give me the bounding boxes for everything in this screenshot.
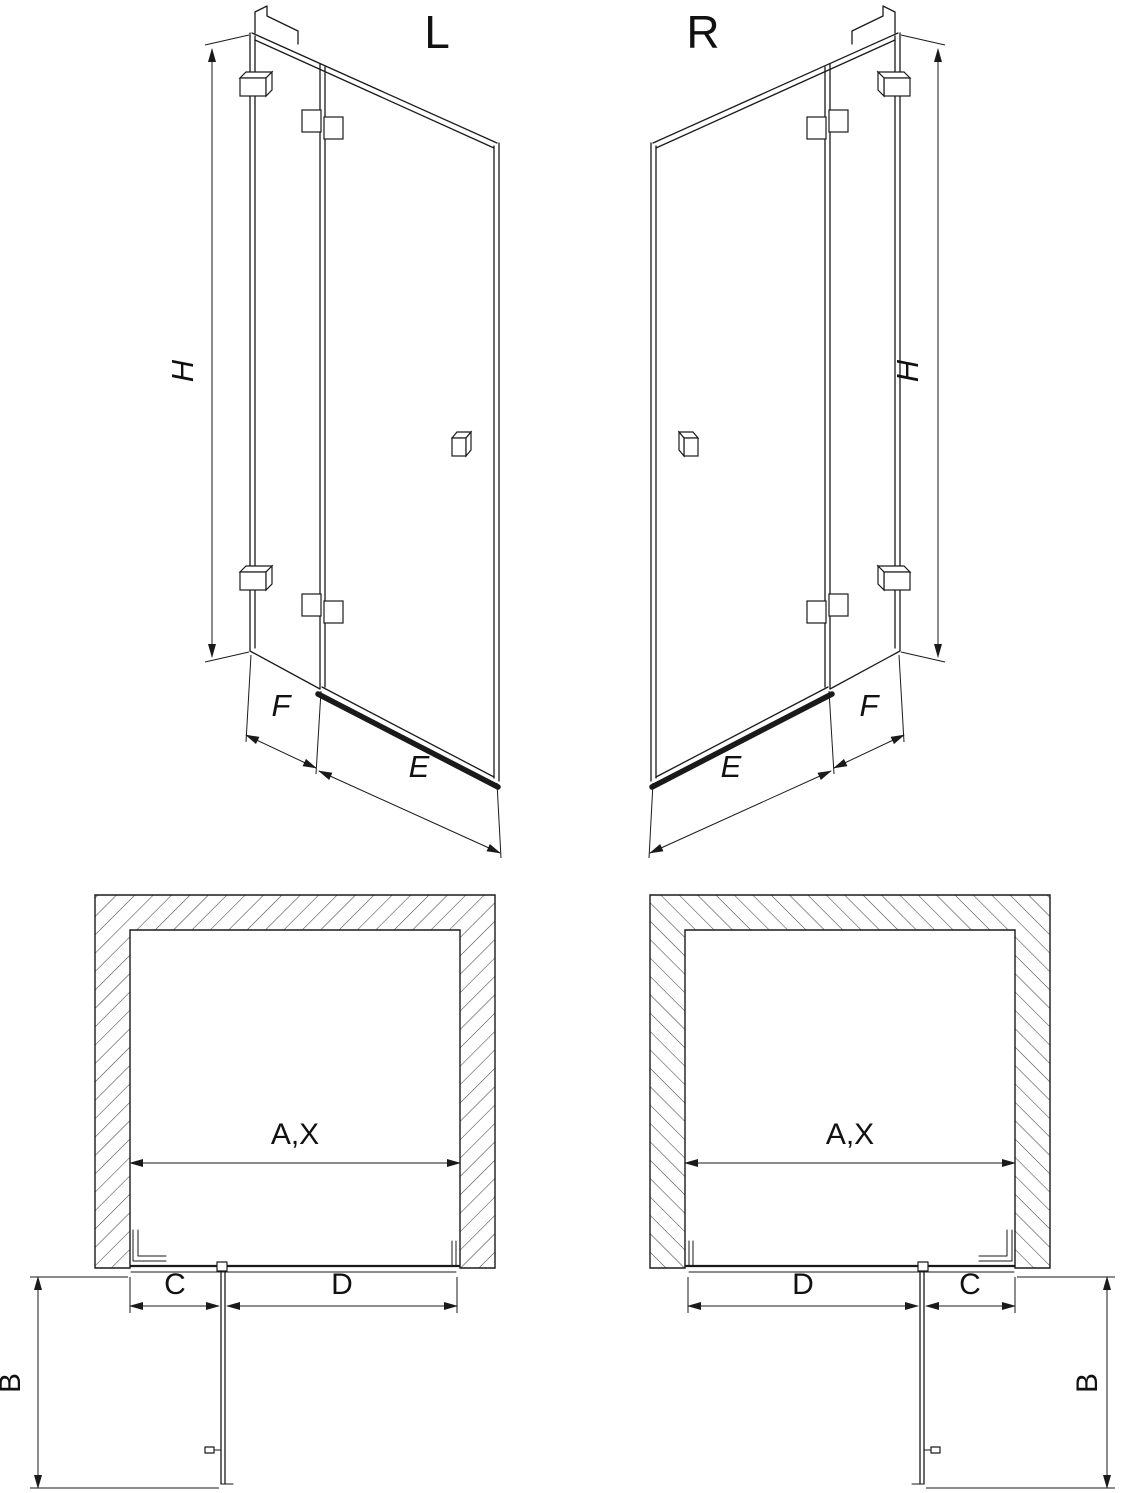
fixed-width-dimension-label-left: F [272, 688, 293, 723]
left-elevation-view: H F E L [165, 5, 502, 859]
door-width-dimension-label-right: E [721, 749, 742, 784]
fixed-width-dimension-label-right: F [860, 688, 881, 723]
door-hinge-bottom [301, 593, 344, 624]
right-plan-view: A,X D C B [650, 895, 1115, 1488]
d-dimension-label-right-plan: D [792, 1268, 814, 1301]
door-width-dimension-label-left: E [409, 749, 430, 784]
height-dimension-label-left: H [165, 359, 200, 382]
hinge-pivot [216, 1261, 228, 1272]
height-dimension-label-right: H [890, 359, 925, 382]
dimension-lines [204, 34, 502, 859]
wall-clamp-bottom [238, 564, 274, 592]
right-elevation-view: H F E R [649, 6, 945, 858]
left-variant-label: L [424, 6, 450, 58]
b-dimension-label-right-plan: B [1071, 1373, 1104, 1393]
opening-width-label-left-plan: A,X [271, 1118, 319, 1151]
door-handle [450, 430, 473, 458]
handle-plan-mark [204, 1446, 215, 1454]
d-dimension-label-left-plan: D [331, 1268, 353, 1301]
elevation-geometry [204, 5, 502, 859]
plan-geometry [30, 894, 496, 1489]
b-dimension-label-left-plan: B [0, 1373, 27, 1393]
hatched-wall [94, 894, 496, 1269]
dimension-line-fixed-width [245, 734, 317, 769]
mirrored-elevation-geometry [649, 6, 945, 858]
right-variant-label: R [686, 6, 719, 58]
c-dimension-label-left-plan: C [164, 1268, 186, 1301]
dimension-line-door-width [318, 770, 501, 854]
mirrored-plan-geometry [650, 895, 1115, 1488]
corner-wall-profile [132, 1229, 167, 1262]
door-hinge-top [301, 109, 344, 140]
c-dimension-label-right-plan: C [959, 1268, 981, 1301]
opening-width-label-right-plan: A,X [826, 1118, 874, 1151]
left-plan-view: A,X C D B [0, 894, 496, 1489]
door-plan-lines [129, 1229, 461, 1485]
glass-panel-outline [249, 5, 501, 790]
wall-clamp-top [238, 70, 274, 98]
wall-profile-bracket [254, 5, 299, 45]
plan-dimension-lines [30, 1159, 461, 1489]
